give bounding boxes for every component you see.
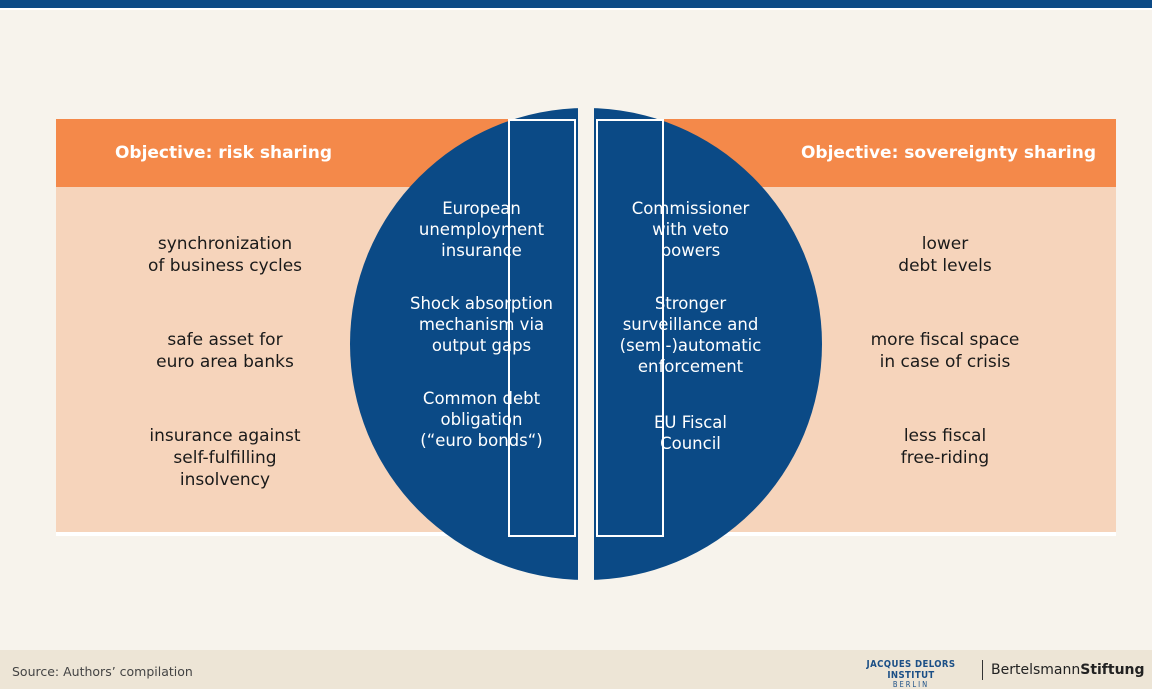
circle-left-item-2: Shock absorption mechanism via output ga…	[409, 294, 554, 355]
bertelsmann-logo-part2: Stiftung	[1080, 662, 1145, 678]
right-header-label: Objective: sovereignty sharing	[800, 143, 1097, 163]
right-item-1: lower debt levels	[898, 234, 992, 276]
left-item-1: synchronization of business cycles	[147, 234, 303, 276]
circle-left-item-1: European unemployment insurance	[418, 199, 545, 260]
right-item-2: more fiscal space in case of crisis	[870, 330, 1020, 372]
footer	[0, 650, 1152, 689]
jdi-logo-line2: BERLIN	[892, 680, 930, 689]
left-item-3: insurance against self-fulfilling insolv…	[149, 426, 301, 490]
bertelsmann-logo: BertelsmannStiftung	[991, 662, 1145, 678]
source-note: Source: Authors’ compilation	[12, 664, 193, 679]
right-inner-frame	[596, 119, 664, 537]
logo-divider	[982, 660, 983, 680]
bertelsmann-logo-part1: Bertelsmann	[991, 662, 1081, 678]
jdi-logo: JACQUES DELORS INSTITUT BERLIN	[850, 659, 972, 689]
circle-right-item-3: EU Fiscal Council	[654, 413, 727, 453]
jdi-logo-line1: JACQUES DELORS INSTITUT	[866, 659, 956, 681]
left-header-label: Objective: risk sharing	[114, 143, 333, 163]
right-item-3: less fiscal free-riding	[900, 426, 990, 468]
left-inner-frame	[508, 119, 576, 537]
left-item-2: safe asset for euro area banks	[156, 330, 294, 372]
circle-left-item-3: Common debt obligation (“euro bonds“)	[420, 389, 543, 450]
circle-right-item-1: Commissioner with veto powers	[631, 199, 750, 260]
top-accent-bar	[0, 0, 1152, 8]
circle-right-item-2: Stronger surveillance and (semi-)automat…	[619, 294, 762, 376]
top-gap	[0, 8, 1152, 10]
